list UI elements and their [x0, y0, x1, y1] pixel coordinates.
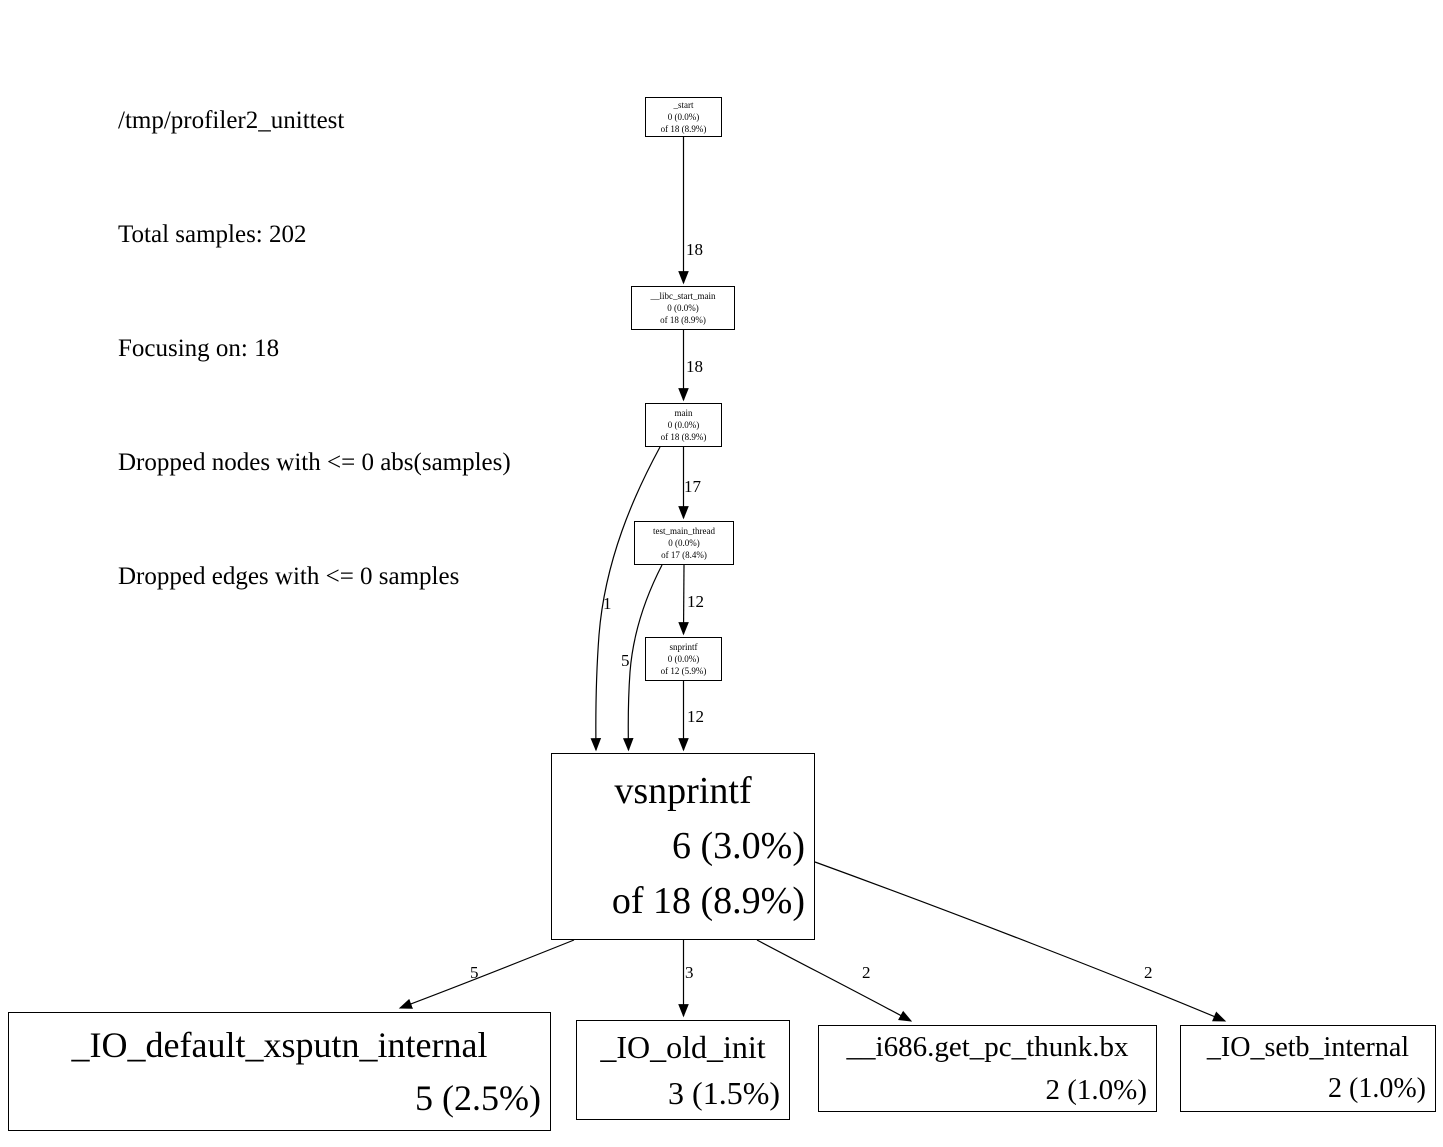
node-function-name: _IO_old_init: [600, 1028, 766, 1065]
node-snprintf: snprintf 0 (0.0%) of 12 (5.9%): [645, 637, 722, 681]
node-io-setb-internal: _IO_setb_internal 2 (1.0%): [1180, 1025, 1436, 1112]
node-self-samples: 0 (0.0%): [667, 653, 700, 664]
node-function-name: _IO_setb_internal: [1206, 1031, 1410, 1063]
node-libc-start-main: __libc_start_main 0 (0.0%) of 18 (8.9%): [631, 286, 735, 330]
node-io-old-init: _IO_old_init 3 (1.5%): [576, 1020, 790, 1120]
node-function-name: _start: [673, 99, 694, 110]
edge-vsnprintf-to-io-setb-internal: [814, 861, 1227, 1022]
total-samples-line: Total samples: 202: [118, 221, 307, 248]
edge-weight-label: 17: [684, 477, 701, 496]
node-function-name: _IO_default_xsputn_internal: [71, 1025, 488, 1066]
node-cumulative-samples: of 18 (8.9%): [611, 880, 805, 923]
edge-weight-label: 12: [687, 592, 704, 611]
node-cumulative-samples: of 18 (8.9%): [660, 124, 707, 135]
edge-vsnprintf-to-i686-get-pc-thunk: [756, 939, 913, 1022]
node-test-main-thread: test_main_thread 0 (0.0%) of 17 (8.4%): [634, 521, 734, 565]
node-cumulative-samples: of 18 (8.9%): [660, 432, 707, 443]
node-function-name: __i686.get_pc_thunk.bx: [846, 1031, 1129, 1064]
node-self-samples: 2 (1.0%): [1328, 1072, 1426, 1104]
dropped-edges-line: Dropped edges with <= 0 samples: [118, 563, 460, 590]
edge-weight-label: 5: [621, 651, 630, 670]
focusing-on-line: Focusing on: 18: [118, 335, 280, 362]
node-cumulative-samples: of 17 (8.4%): [661, 550, 707, 561]
node-function-name: vsnprintf: [614, 769, 752, 812]
edge-weight-label: 18: [686, 357, 703, 376]
node-function-name: main: [674, 407, 693, 418]
profile-summary: /tmp/profiler2_unittest Total samples: 2…: [118, 26, 511, 672]
node-self-samples: 0 (0.0%): [667, 419, 700, 430]
node-function-name: snprintf: [669, 641, 698, 652]
node-self-samples: 2 (1.0%): [1045, 1073, 1147, 1106]
edge-weight-label: 1: [603, 594, 612, 613]
node-self-samples: 0 (0.0%): [667, 111, 700, 122]
edge-weight-label: 12: [687, 707, 704, 726]
profile-binary-path: /tmp/profiler2_unittest: [118, 107, 345, 134]
edge-weight-label: 2: [862, 963, 871, 982]
node-vsnprintf: vsnprintf 6 (3.0%) of 18 (8.9%): [551, 753, 815, 940]
node-io-default-xsputn-internal: _IO_default_xsputn_internal 5 (2.5%): [8, 1012, 551, 1131]
edge-weight-label: 5: [470, 963, 479, 982]
node-start: _start 0 (0.0%) of 18 (8.9%): [645, 97, 722, 137]
edge-vsnprintf-to-io-default-xsputn-internal: [398, 939, 575, 1009]
dropped-nodes-line: Dropped nodes with <= 0 abs(samples): [118, 449, 511, 476]
node-i686-get-pc-thunk: __i686.get_pc_thunk.bx 2 (1.0%): [818, 1025, 1157, 1112]
node-self-samples: 3 (1.5%): [668, 1075, 780, 1111]
node-self-samples: 5 (2.5%): [415, 1077, 541, 1118]
node-function-name: __libc_start_main: [650, 290, 716, 301]
node-cumulative-samples: of 18 (8.9%): [660, 315, 706, 326]
node-function-name: test_main_thread: [653, 525, 715, 536]
node-self-samples: 0 (0.0%): [667, 302, 699, 313]
node-self-samples: 0 (0.0%): [668, 537, 700, 548]
edge-test-main-thread-to-snprintf: [678, 564, 689, 636]
edge-weight-label: 18: [686, 240, 703, 259]
edge-weight-label: 2: [1144, 963, 1153, 982]
node-main: main 0 (0.0%) of 18 (8.9%): [645, 403, 722, 447]
node-self-samples: 6 (3.0%): [672, 824, 805, 867]
node-cumulative-samples: of 12 (5.9%): [660, 666, 707, 677]
edge-weight-label: 3: [685, 963, 694, 982]
